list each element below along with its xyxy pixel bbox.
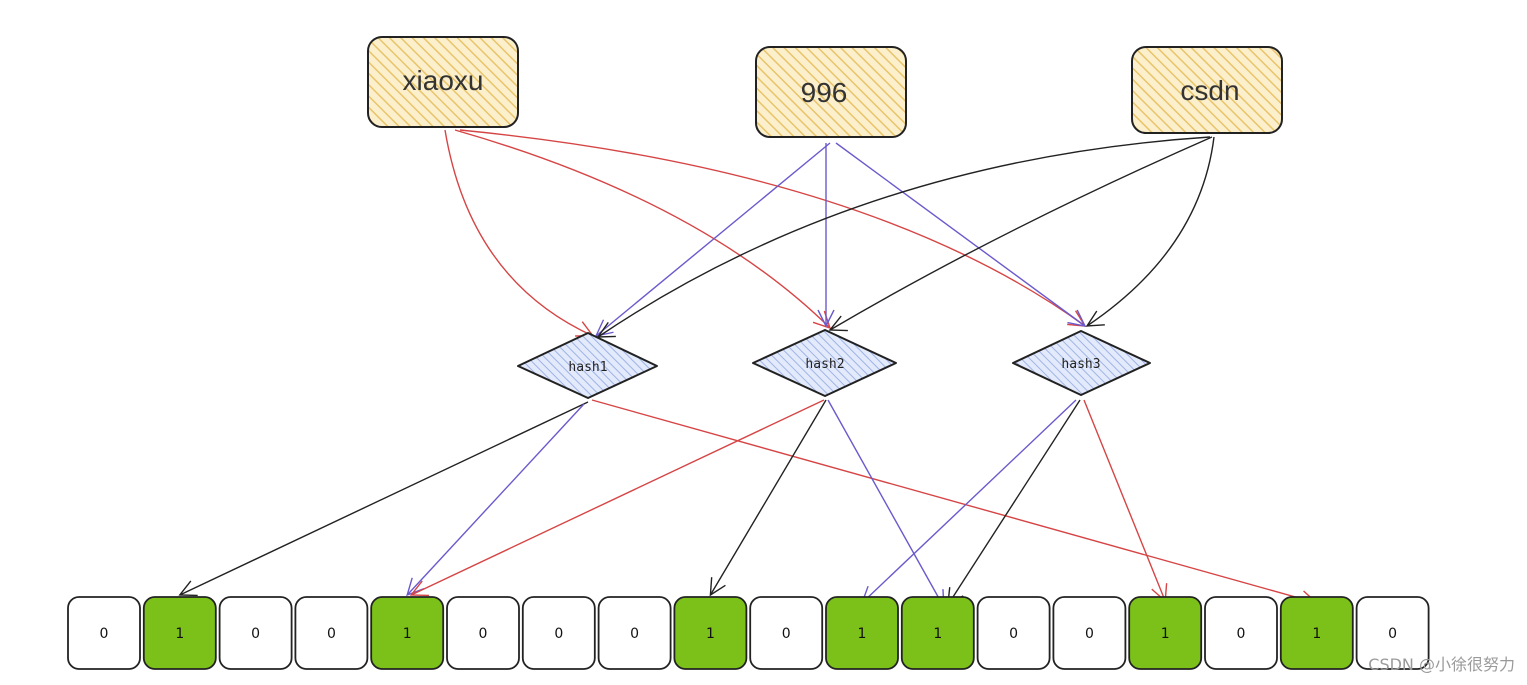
bit-cell: 1: [370, 596, 445, 670]
key-node-csdn: csdn: [1131, 46, 1283, 134]
edge-arrow: [1083, 399, 1168, 603]
key-label: csdn: [1180, 75, 1239, 106]
hash-label: hash1: [568, 360, 607, 375]
edges-layer: [178, 129, 1319, 609]
bit-value: 0: [1085, 626, 1094, 642]
bit-value: 1: [1312, 626, 1321, 642]
edge-arrow: [591, 399, 1319, 608]
bit-value: 0: [479, 626, 488, 642]
bit-cell: 0: [294, 596, 369, 670]
hash-node-3: hash3: [1012, 330, 1151, 396]
edge-arrow: [594, 142, 831, 337]
bit-cell: 1: [1279, 596, 1354, 670]
bit-cell: 0: [67, 596, 141, 670]
bit-value: 1: [706, 626, 715, 642]
bit-value: 0: [554, 626, 563, 642]
bit-cell: 0: [749, 596, 824, 670]
bit-cell: 0: [976, 596, 1051, 670]
bit-cell: 0: [597, 596, 672, 670]
edge-arrow: [709, 399, 827, 597]
bit-cell: 1: [142, 596, 217, 670]
bit-value: 0: [630, 626, 639, 642]
bit-cell: 0: [1355, 596, 1430, 670]
bit-value: 1: [1161, 626, 1170, 642]
edge-arrow: [828, 136, 1213, 332]
key-label: xiaoxu: [403, 65, 484, 96]
bit-cell: 0: [446, 596, 520, 670]
bit-value: 0: [1009, 626, 1018, 642]
bit-cell: 1: [900, 596, 975, 670]
edge-arrow: [409, 399, 825, 597]
edge-arrow: [817, 143, 835, 328]
key-node-996: 996: [755, 46, 907, 138]
key-node-xiaoxu: xiaoxu: [367, 36, 519, 128]
hash-label: hash3: [1061, 357, 1100, 372]
bit-value: 0: [327, 626, 336, 642]
hash-node-1: hash1: [517, 332, 658, 399]
edge-arrow: [459, 129, 1087, 327]
key-label: 996: [801, 77, 848, 108]
bit-array: 0 1 0 0 1 0 0 0 1 0 1 1 0 0 1 0 1 0: [67, 596, 1430, 670]
bit-value: 0: [1388, 626, 1397, 642]
hash-node-2: hash2: [752, 329, 897, 397]
bit-cell: 1: [673, 596, 748, 670]
hash-label: hash2: [805, 357, 844, 372]
edge-arrow: [406, 403, 585, 597]
edge-arrow: [835, 142, 1087, 327]
bit-cell: 1: [825, 596, 899, 670]
bit-value: 0: [782, 626, 791, 642]
bit-value: 1: [933, 626, 942, 642]
watermark: CSDN @小徐很努力: [1368, 655, 1515, 674]
bit-cell: 0: [218, 596, 293, 670]
bit-value: 1: [403, 626, 412, 642]
bit-cell: 0: [1204, 596, 1278, 670]
edge-arrow: [827, 399, 945, 609]
bit-cell: 0: [521, 596, 596, 670]
edge-arrow: [596, 136, 1211, 338]
bit-value: 0: [251, 626, 260, 642]
edge-arrow: [444, 129, 595, 337]
bit-value: 0: [100, 626, 109, 642]
bit-cell: 0: [1052, 596, 1127, 670]
edge-arrow: [178, 401, 589, 597]
bit-cell: 1: [1128, 596, 1203, 670]
bit-value: 1: [858, 626, 867, 642]
bit-value: 0: [1237, 626, 1246, 642]
bit-value: 1: [175, 626, 184, 642]
edge-arrow: [1085, 136, 1215, 327]
